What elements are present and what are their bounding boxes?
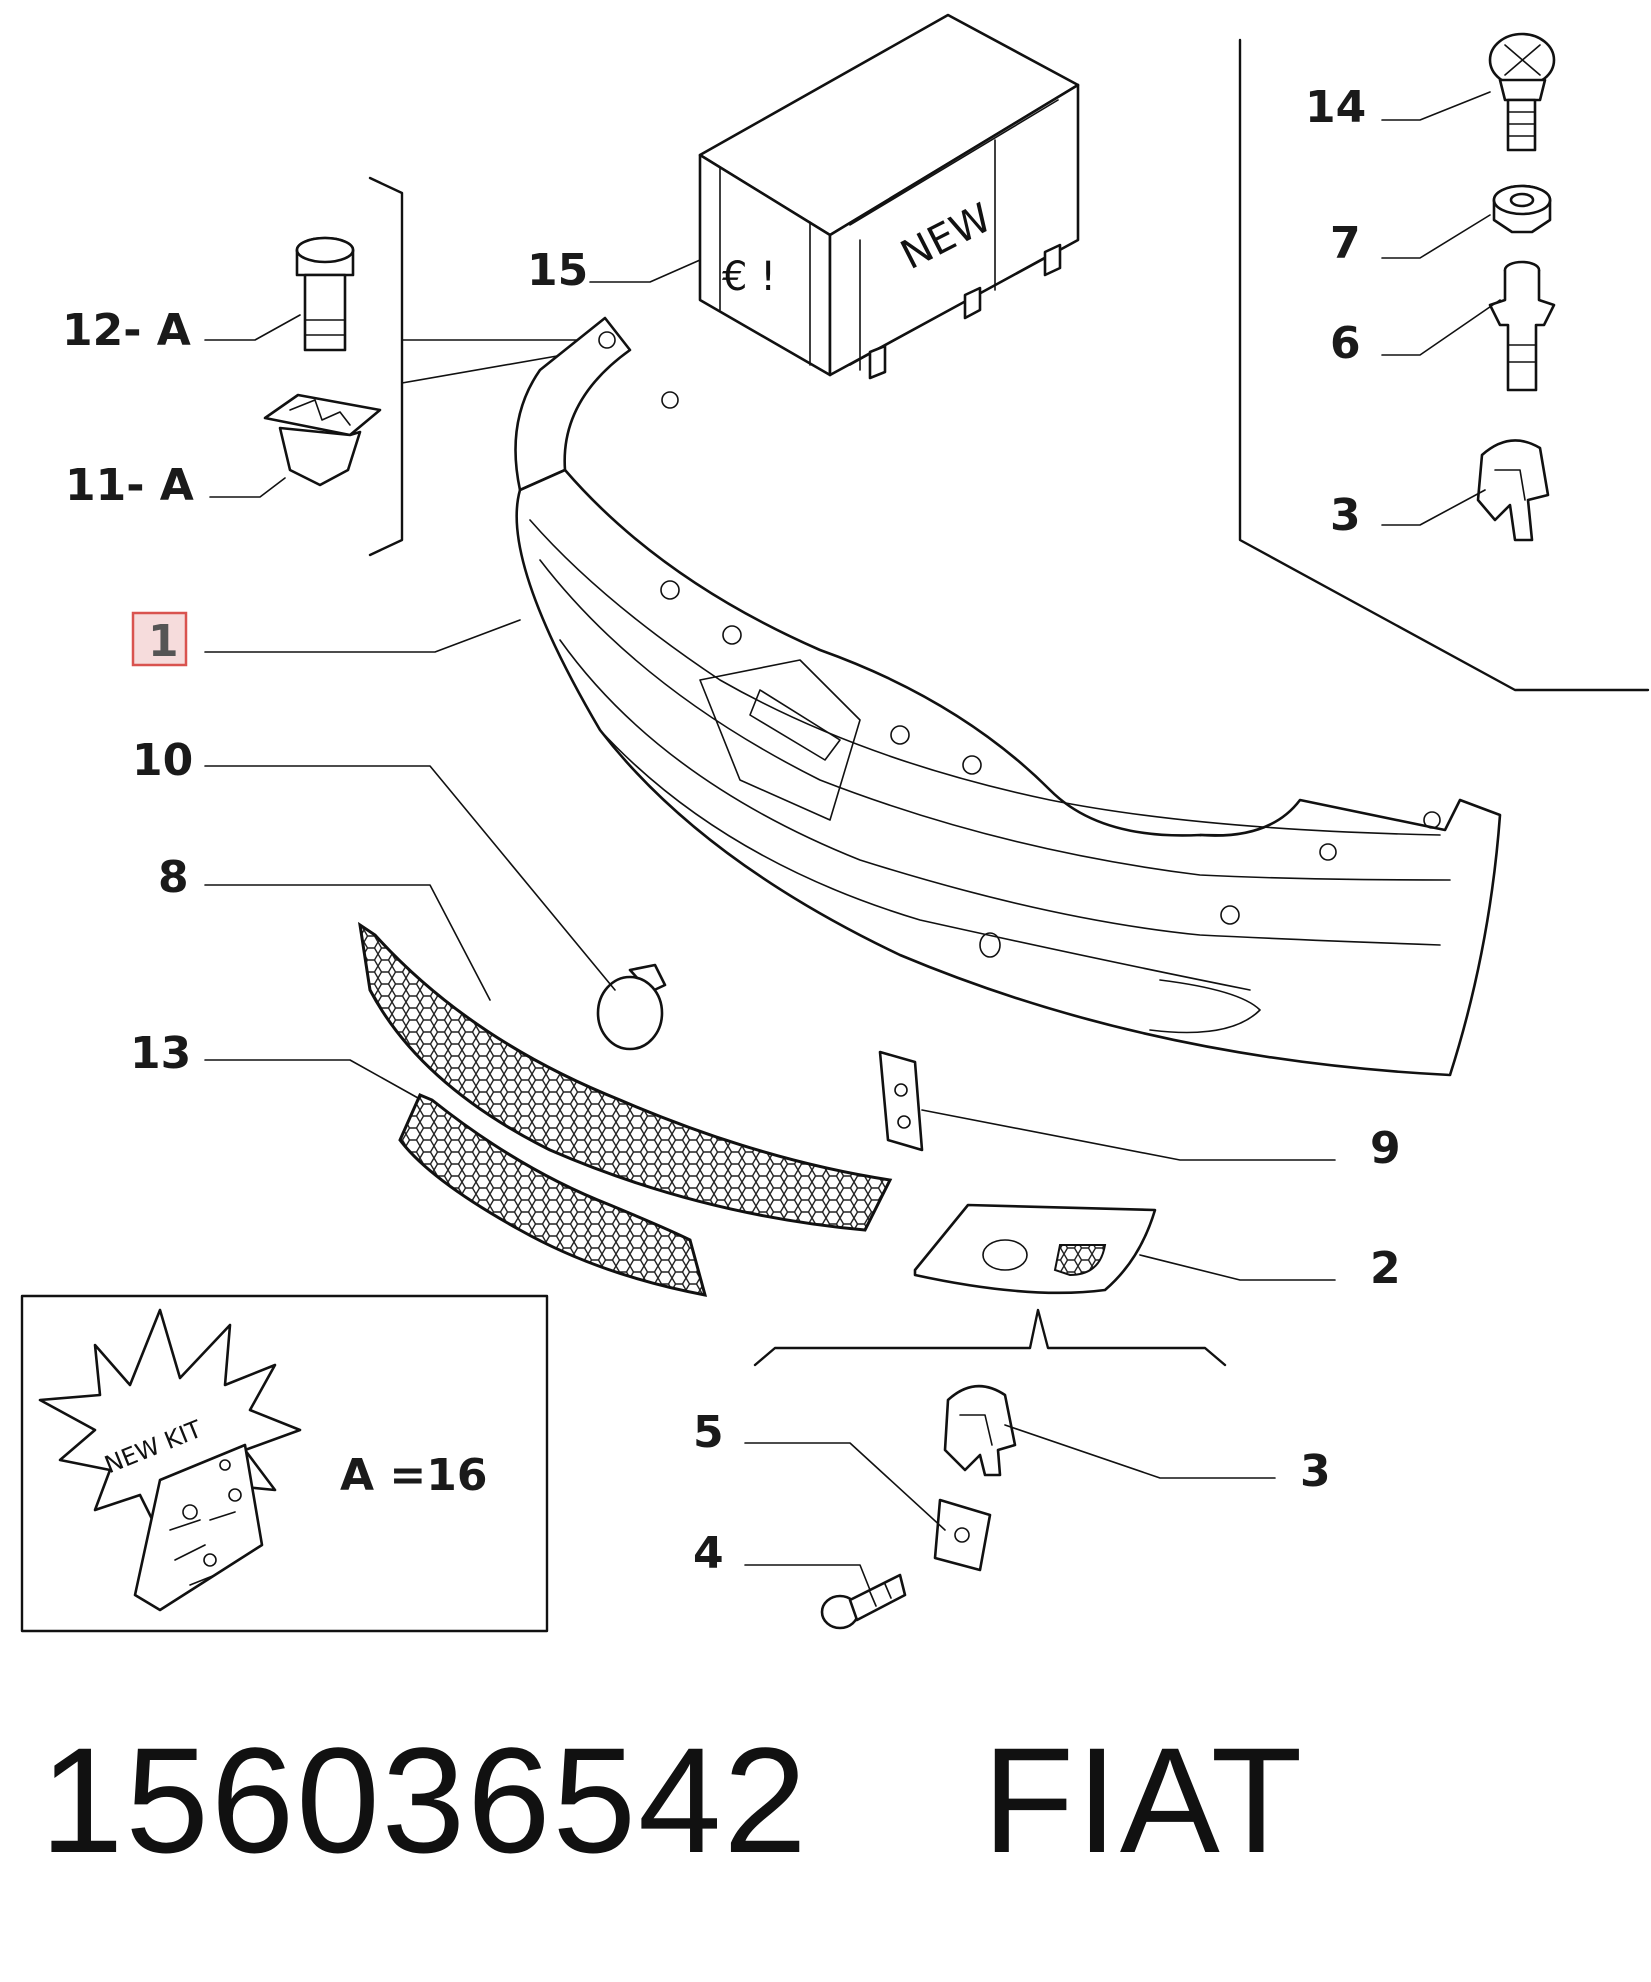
crate-euro-label: € ! bbox=[722, 254, 776, 300]
bracket-part-5 bbox=[933, 1498, 992, 1572]
callout-2[interactable]: 2 bbox=[1370, 1243, 1401, 1294]
clip-part-3-bottom bbox=[943, 1384, 1017, 1477]
callout-10[interactable]: 10 bbox=[132, 735, 193, 786]
cap-part-10 bbox=[596, 963, 667, 1051]
callout-3-bottom[interactable]: 3 bbox=[1300, 1446, 1331, 1497]
fastener-group-bracket bbox=[1238, 38, 1650, 692]
callout-1-highlight[interactable] bbox=[131, 611, 188, 667]
callout-8[interactable]: 8 bbox=[158, 852, 189, 903]
part-number-footer: 156036542 FIAT bbox=[40, 1725, 1304, 1875]
part-number: 156036542 bbox=[40, 1716, 809, 1884]
callout-15[interactable]: 15 bbox=[527, 245, 588, 296]
plate-part-9 bbox=[878, 1050, 924, 1152]
callout-11-a[interactable]: 11- A bbox=[65, 460, 194, 511]
callout-6[interactable]: 6 bbox=[1330, 318, 1361, 369]
bracket-5-4-3 bbox=[753, 1308, 1227, 1367]
callout-3-top[interactable]: 3 bbox=[1330, 490, 1361, 541]
callout-12-a[interactable]: 12- A bbox=[62, 305, 191, 356]
callout-9[interactable]: 9 bbox=[1370, 1123, 1401, 1174]
grille-part-8 bbox=[357, 921, 893, 1232]
callout-13[interactable]: 13 bbox=[130, 1028, 191, 1079]
callouts: 14 7 6 3 15 12- A 11- A 1 10 8 13 9 2 5 … bbox=[62, 82, 1401, 1579]
leader-lines bbox=[204, 91, 1501, 1591]
bracket-12-11 bbox=[368, 176, 404, 557]
callout-4[interactable]: 4 bbox=[693, 1528, 724, 1579]
clip-part-11 bbox=[263, 393, 382, 487]
bolt-part-12 bbox=[295, 236, 355, 352]
screw-part-4 bbox=[820, 1573, 907, 1630]
callout-5[interactable]: 5 bbox=[693, 1407, 724, 1458]
callout-1[interactable]: 1 bbox=[148, 616, 179, 667]
grille-part-13 bbox=[398, 1093, 708, 1297]
screw-part-14 bbox=[1488, 32, 1556, 152]
callout-14[interactable]: 14 bbox=[1305, 82, 1366, 133]
callout-7[interactable]: 7 bbox=[1330, 218, 1361, 269]
clip-part-3-top bbox=[1476, 439, 1550, 542]
kit-box bbox=[20, 1294, 549, 1633]
pin-part-6 bbox=[1488, 260, 1556, 392]
bracket-12-11-leader-bottom bbox=[401, 351, 581, 384]
crate-part-15: € ! NEW bbox=[698, 13, 1080, 380]
nut-part-7 bbox=[1492, 184, 1552, 234]
bumper-part-1 bbox=[514, 316, 1502, 1077]
kit-quantity-label: A =16 bbox=[340, 1450, 487, 1501]
kit-bag-icon bbox=[133, 1443, 264, 1612]
bezel-part-2 bbox=[913, 1203, 1157, 1295]
brand-name: FIAT bbox=[982, 1716, 1305, 1884]
